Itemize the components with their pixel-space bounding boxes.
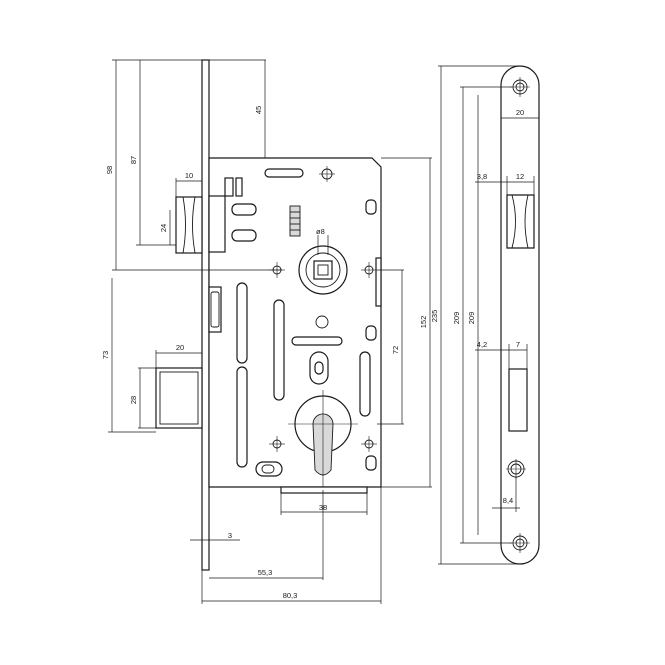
dim-55-3: 55,3 [258, 568, 273, 577]
top-slot [264, 168, 304, 178]
faceplate-dimensions: 235 20 3,8 12 209 209 4,2 7 8,4 [430, 65, 539, 565]
dim-209-inner: 209 [467, 312, 476, 325]
dim-20-deadbolt: 20 [176, 343, 184, 352]
dim-87: 87 [129, 156, 138, 164]
dim-20-plate: 20 [516, 108, 524, 117]
dim-28: 28 [129, 396, 138, 404]
latch-opening [506, 194, 535, 249]
dim-10: 10 [185, 171, 193, 180]
dim-8: ø8 [316, 227, 325, 236]
lock-dimensions: 98 87 45 10 24 ø8 152 72 73 [101, 59, 432, 604]
dim-80-3: 80,3 [283, 591, 298, 600]
faceplate [201, 59, 210, 571]
dim-3-8: 3,8 [477, 172, 487, 181]
dim-7: 7 [516, 340, 520, 349]
dim-73: 73 [101, 351, 110, 359]
deadbolt-opening [508, 368, 528, 432]
dim-235: 235 [430, 310, 439, 323]
dim-4-2: 4,2 [477, 340, 487, 349]
dim-8-4: 8,4 [503, 496, 513, 505]
dim-209-outer: 209 [452, 312, 461, 325]
dim-152: 152 [419, 316, 428, 329]
deadbolt [155, 367, 203, 429]
latch-block [175, 196, 203, 254]
dim-45: 45 [254, 106, 263, 114]
dim-3: 3 [228, 531, 232, 540]
dim-98: 98 [105, 166, 114, 174]
dim-12: 12 [516, 172, 524, 181]
dim-72: 72 [391, 346, 400, 354]
faceplate-front-view [500, 65, 540, 565]
front-plate [500, 65, 540, 565]
dim-24: 24 [159, 224, 168, 232]
lock-body-view [155, 59, 382, 571]
follower-inner [305, 252, 341, 288]
follower-square [313, 260, 333, 280]
